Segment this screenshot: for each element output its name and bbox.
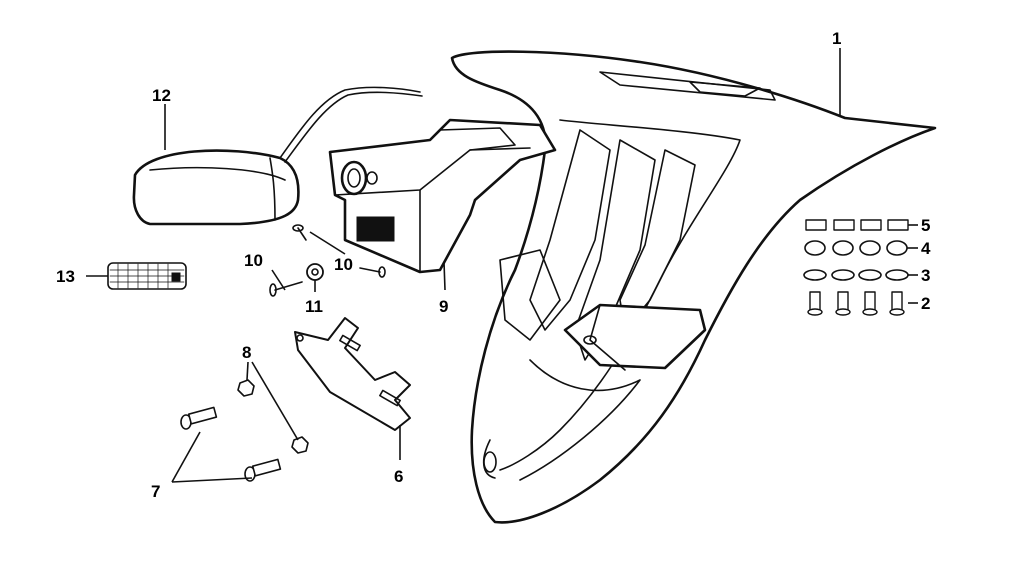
callout-12: 12 [152,86,171,105]
nut-part [237,379,255,397]
nut-part [291,436,309,454]
screw-part [359,266,386,278]
leader-lines [86,48,918,483]
callout-13: 13 [56,267,75,286]
callout-11: 11 [305,297,323,316]
callout-9: 9 [439,297,448,316]
callout-10b: 10 [334,255,353,274]
callout-1: 1 [832,29,841,48]
screw-part [269,281,303,297]
flat-washer-row [803,269,909,281]
grommet-row [804,240,908,256]
plate-holder-part [328,118,557,274]
callout-5: 5 [921,216,930,235]
washer-part [306,263,324,281]
callout-8: 8 [242,343,251,362]
bracket-part [294,317,411,431]
callout-3: 3 [921,266,930,285]
callout-10a: 10 [244,251,263,270]
callout-labels: 1 2 3 4 5 6 7 8 9 10 10 11 12 13 [56,29,931,501]
reflector-part [107,262,187,290]
nut-clip-row [805,219,909,231]
callout-7: 7 [151,482,160,501]
rear-fender-part [450,50,937,524]
callout-6: 6 [394,467,403,486]
tail-light-part [132,86,423,226]
screw-row [807,291,905,316]
screw-part [292,224,307,241]
callout-2: 2 [921,294,930,313]
callout-4: 4 [921,239,931,258]
bolt-part [180,406,218,430]
